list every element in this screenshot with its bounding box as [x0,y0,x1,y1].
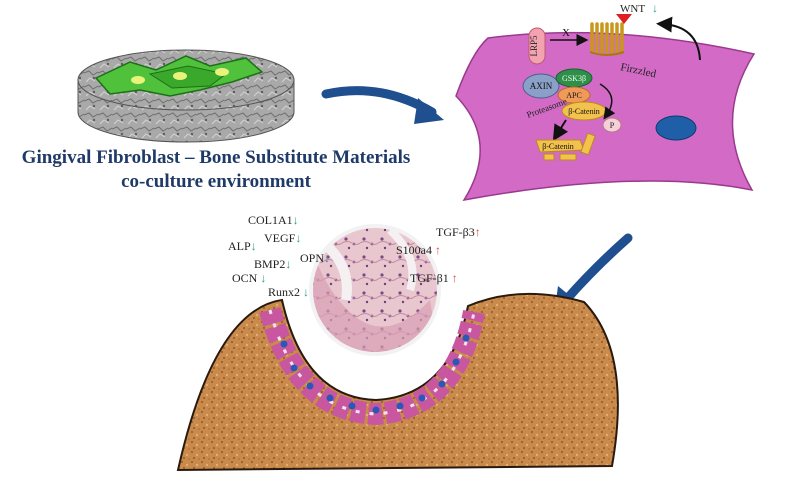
b-catenin-label: β-Catenin [568,107,600,116]
marker-alp: ALP↓ [228,239,257,253]
downregulated-markers: COL1A1↓ VEGF↓ ALP↓ BMP2↓ OPN↓ OCN ↓ Runx… [228,213,330,299]
bone-substitute [176,292,619,472]
nucleus [655,115,697,141]
frizzled-receptor [589,22,625,56]
marker-tgfb3: TGF-β3↑ [436,225,481,239]
phosphate-label: P [610,121,615,130]
gsk3b-label: GSK3β [562,74,586,83]
wnt-feedback-arrow [656,16,701,61]
degraded-b-catenin [535,132,596,161]
lrp5-receptor [528,27,546,65]
fibroblast-cells [94,55,264,97]
marker-runx2: Runx2 ↓ [268,285,309,299]
coculture-caption: Gingival Fibroblast – Bone Substitute Ma… [0,146,432,194]
wnt-down-arrow: ↓ [652,1,658,15]
marker-vegf: VEGF↓ [264,231,301,245]
wnt-ligand-icon [616,14,632,24]
b-catenin-2-label: β-Catenin [542,142,574,151]
pathway-cell: LRP5 X Firzzled WNT ↓ AXIN GSK3β APC β-C… [455,1,756,202]
axin-label: AXIN [530,81,553,91]
caption-line-1: Gingival Fibroblast – Bone Substitute Ma… [21,147,411,168]
apc-label: APC [566,91,582,100]
caption-line-2: co-culture environment [121,171,311,192]
fibroblast-lining [259,307,485,426]
axin-protein [522,73,560,99]
flow-arrow-top [321,86,444,124]
coculture-disc [77,49,295,143]
marker-ocn: OCN ↓ [232,271,266,285]
marker-opn: OPN↓ [300,251,330,265]
wnt-label: WNT [620,3,645,15]
marker-bmp2: BMP2↓ [254,257,291,271]
lrp5-label: LRP5 [529,35,539,57]
marker-tgfb1: TGF-β1 ↑ [410,271,458,285]
marker-col1a1: COL1A1↓ [248,213,299,227]
blocked-mark: X [562,27,570,39]
upregulated-markers: TGF-β3↑ S100a4 ↑ TGF-β1 ↑ [396,225,481,285]
histology-micrograph [309,224,441,356]
marker-s100a4: S100a4 ↑ [396,243,441,257]
